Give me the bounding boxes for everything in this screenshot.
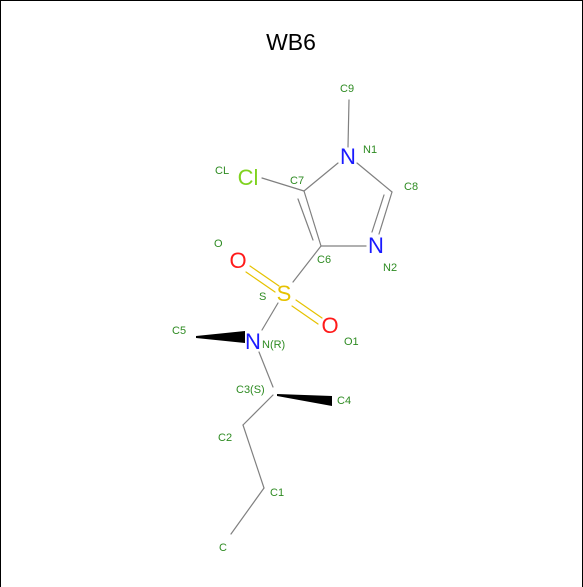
bonds	[196, 99, 393, 535]
atom-c1-label: C1	[270, 487, 284, 499]
atom-o1-symbol: O	[321, 313, 338, 338]
bond-c1-c	[230, 487, 265, 535]
atom-s-label: S	[259, 291, 266, 303]
atom-n-label: N(R)	[262, 339, 285, 351]
bond-n-c3	[258, 351, 274, 388]
bond-c7-cl	[261, 177, 305, 192]
atom-n2-label: N2	[383, 262, 397, 274]
bond-s-o-b	[245, 271, 276, 293]
atom-cl-label: CL	[215, 165, 229, 177]
wedge-bond-n-c5	[196, 331, 245, 343]
bond-s-n	[261, 302, 279, 331]
bond-c8-n2	[378, 191, 393, 235]
atom-c4-label: C4	[337, 395, 351, 407]
bond-c7-n1	[303, 162, 339, 192]
atom-o-label: O	[214, 238, 223, 250]
bond-c2-c1	[242, 424, 265, 489]
bond-c8-n2-double	[371, 194, 385, 233]
atom-c2-label: C2	[218, 432, 232, 444]
bond-n1-c8	[356, 162, 393, 193]
atom-cl-symbol: Cl	[238, 165, 259, 190]
atom-labels: C9 N1 C8 C7 CL C6 N2 O S O1 C5 N(R) C3(S…	[172, 83, 418, 554]
bond-c6-c7	[303, 190, 322, 247]
atom-c9-label: C9	[340, 83, 354, 95]
atom-symbols: N N Cl S O O N	[229, 144, 384, 354]
atom-c-label: C	[219, 542, 227, 554]
bond-s-o-a	[249, 265, 280, 287]
bond-c6-s	[292, 245, 322, 283]
atom-n1-label: N1	[363, 144, 377, 156]
wedge-bond-c3-c4	[277, 394, 332, 406]
atom-c7-label: C7	[290, 175, 304, 187]
atom-o1-label: O1	[344, 336, 359, 348]
bond-c9-n1	[347, 99, 350, 148]
molecule-title: WB6	[266, 29, 316, 55]
atom-n-symbol: N	[245, 329, 261, 354]
atom-s-symbol: S	[277, 281, 292, 306]
atom-c5-label: C5	[172, 325, 186, 337]
bond-s-o1-b	[291, 305, 319, 325]
bond-c3-c2	[242, 394, 274, 426]
atom-c3-label: C3(S)	[236, 384, 265, 396]
atom-c6-label: C6	[317, 254, 331, 266]
bond-c6-c7-double	[297, 198, 314, 241]
atom-o-symbol: O	[229, 248, 246, 273]
atom-n2-symbol: N	[368, 233, 384, 258]
atom-c8-label: C8	[404, 181, 418, 193]
bond-s-o1-a	[295, 299, 323, 319]
atom-n1-symbol: N	[340, 144, 356, 169]
